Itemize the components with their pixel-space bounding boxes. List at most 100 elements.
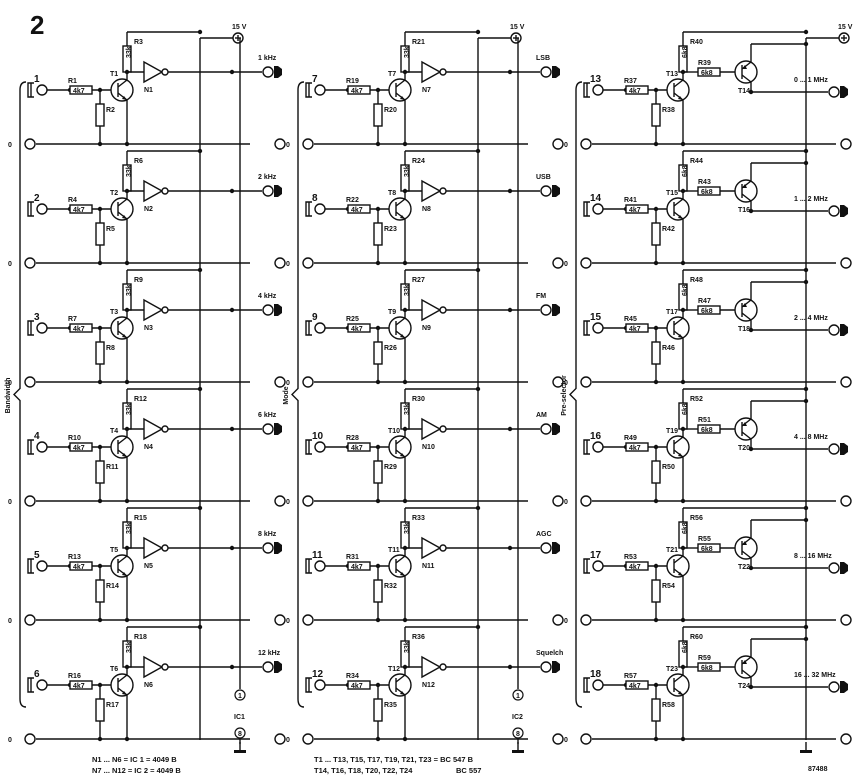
resistor-label: R49 <box>624 435 637 442</box>
transistor-label: T17 <box>666 309 678 316</box>
output-connector-icon <box>828 681 848 693</box>
resistor-icon <box>373 222 383 246</box>
input-label: 2 <box>34 193 40 204</box>
connector-body <box>583 558 590 574</box>
gate-bubble <box>161 68 169 76</box>
terminal-icon <box>540 423 552 435</box>
ic-pin-label: 8 <box>238 731 242 738</box>
input-label: 16 <box>590 431 602 442</box>
ground-bar <box>800 750 812 753</box>
transistor-collector <box>117 674 128 683</box>
output-label: 1 kHz <box>258 55 277 62</box>
resistor-label: R13 <box>68 554 81 561</box>
connector-body <box>27 201 34 217</box>
ground-label: 0 <box>564 142 568 149</box>
ground-bar <box>234 750 246 753</box>
connector-body <box>27 82 34 98</box>
output-connector-icon <box>540 304 560 316</box>
terminal-icon <box>552 614 564 626</box>
ground-bar <box>512 750 524 753</box>
terminal-icon <box>24 138 36 150</box>
supply-label: 15 V <box>838 24 853 31</box>
resistor-label: R31 <box>346 554 359 561</box>
resistor-label: R14 <box>106 583 119 590</box>
junction-dot <box>748 446 754 452</box>
terminal-icon <box>840 376 852 388</box>
resistor-label: R39 <box>698 60 711 67</box>
emitter-arrow <box>400 572 405 576</box>
resistor-icon <box>373 460 383 484</box>
connector-plug <box>274 423 282 435</box>
resistor-value: 4k7 <box>629 564 641 571</box>
ground-label: 0 <box>286 618 290 625</box>
transistor-body <box>734 536 758 560</box>
resistor-value: 4k7 <box>351 683 363 690</box>
gate-body <box>143 536 164 560</box>
terminal-icon <box>302 138 314 150</box>
transistor-collector <box>395 436 406 445</box>
gate-label: N1 <box>144 87 153 94</box>
resistor-label: R26 <box>384 345 397 352</box>
junction-dot <box>229 664 235 670</box>
output-label: 2 ... 4 MHz <box>794 315 828 322</box>
resistor-label: R58 <box>662 702 675 709</box>
output-connector-icon <box>262 423 282 435</box>
resistor-label: R20 <box>384 107 397 114</box>
transistor-body <box>388 554 412 578</box>
transistor-label: T19 <box>666 428 678 435</box>
junction-dot <box>197 386 203 392</box>
input-connector-icon <box>583 677 604 693</box>
resistor-label: R48 <box>690 277 703 284</box>
output-connector-icon <box>828 324 848 336</box>
gate-body <box>143 655 164 679</box>
gate-bubble <box>439 425 447 433</box>
connector-plug <box>552 66 560 78</box>
gate-label: N5 <box>144 563 153 570</box>
transistor-body <box>666 435 690 459</box>
ground-label: 0 <box>8 380 12 387</box>
npn-transistor-icon <box>666 554 690 578</box>
ground-label: 0 <box>564 618 568 625</box>
terminal-icon <box>840 257 852 269</box>
resistor-value: 6k8 <box>682 403 689 415</box>
ground-label: 0 <box>564 261 568 268</box>
input-connector-icon <box>27 320 48 336</box>
input-connector-icon <box>583 201 604 217</box>
ground-symbol-icon <box>234 742 246 753</box>
transistor-label: T23 <box>666 666 678 673</box>
npn-transistor-icon <box>666 673 690 697</box>
resistor-value: 33k <box>126 641 133 653</box>
transistor-collector <box>117 198 128 207</box>
ic-pin-label: 1 <box>238 693 242 700</box>
connector-plug <box>552 542 560 554</box>
resistor-value: 4k7 <box>73 683 85 690</box>
ground-label: 0 <box>286 142 290 149</box>
terminal-icon <box>36 322 48 334</box>
pnp-transistor-icon <box>734 536 758 560</box>
footnote-npn: T1 ... T13, T15, T17, T19, T21, T23 = BC… <box>314 755 474 764</box>
transistor-label: T11 <box>388 547 400 554</box>
output-connector-icon <box>540 185 560 197</box>
resistor-label: R24 <box>412 158 425 165</box>
junction-dot <box>197 29 203 35</box>
junction-dot <box>803 148 809 154</box>
output-connector-icon <box>262 66 282 78</box>
junction-dot <box>229 426 235 432</box>
npn-transistor-icon <box>110 197 134 221</box>
transistor-label: T20 <box>738 445 750 452</box>
terminal-icon <box>36 203 48 215</box>
gate-body <box>421 298 442 322</box>
connector-plug <box>552 185 560 197</box>
group-label: Pre-selector <box>561 375 568 416</box>
resistor-label: R47 <box>698 298 711 305</box>
gate-label: N8 <box>422 206 431 213</box>
transistor-body <box>110 554 134 578</box>
terminal-icon <box>274 376 286 388</box>
